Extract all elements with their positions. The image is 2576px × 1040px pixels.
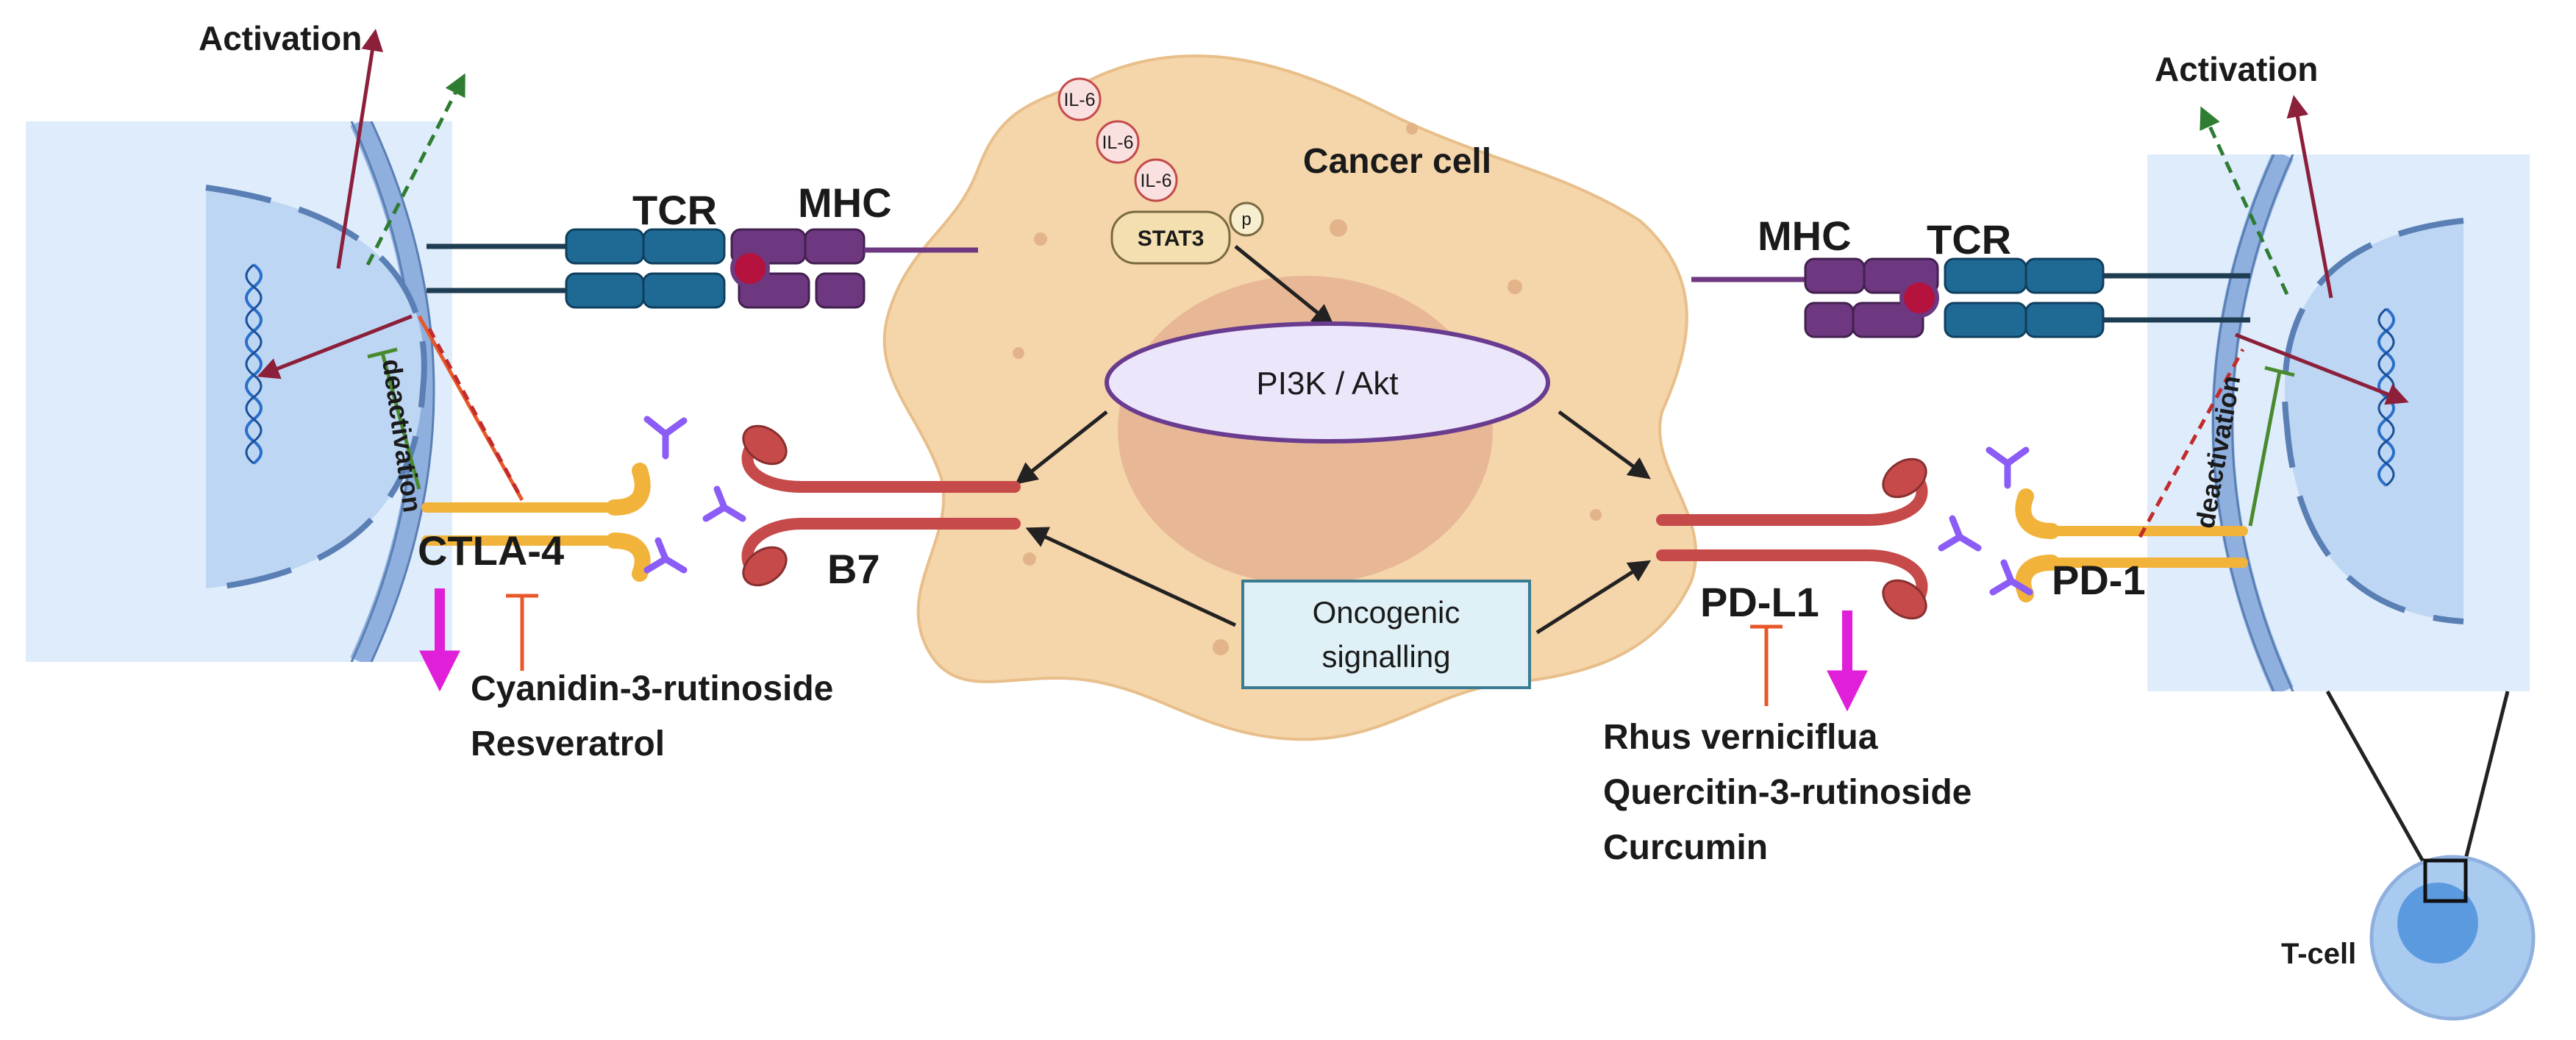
il6-stat3-group: IL-6 IL-6 IL-6 STAT3 p — [1057, 77, 1264, 265]
compound-resveratrol: Resveratrol — [471, 724, 665, 763]
pdl1-label: PD-L1 — [1700, 579, 1819, 625]
t-cell-label: T-cell — [2281, 938, 2356, 970]
right-tcell-panel — [2147, 154, 2530, 691]
antibody-icon — [1938, 515, 1982, 552]
left-tcr-mhc-complex — [427, 228, 978, 309]
right-signal-arrow — [2235, 332, 2409, 405]
left-dashed-activation-arrow — [365, 73, 465, 266]
stat3-label: STAT3 — [1138, 227, 1205, 251]
left-peptide-icon — [730, 249, 770, 288]
phospho-label: p — [1241, 210, 1251, 229]
il6-icon — [1096, 120, 1140, 164]
oncogenic-label-line2: signalling — [1321, 639, 1450, 674]
oncogenic-to-pdl1-arrow — [1535, 560, 1652, 635]
compound-quercitin: Quercitin-3-rutinoside — [1603, 773, 1972, 812]
antibody-icon — [643, 537, 688, 574]
il6-label-3: IL-6 — [1140, 171, 1171, 191]
antibody-icon — [702, 485, 746, 522]
pd1-label: PD-1 — [2052, 557, 2146, 603]
pdl1-receptor — [1656, 457, 1928, 620]
antibody-icon — [1985, 446, 2030, 489]
ctla4-receptor — [421, 463, 651, 582]
antibody-icon — [643, 416, 688, 460]
left-tcr-label: TCR — [632, 187, 717, 233]
right-tcr-label: TCR — [1927, 216, 2011, 263]
il6-label-2: IL-6 — [1102, 132, 1133, 153]
il6-icon — [1134, 158, 1178, 202]
compound-cyanidin: Cyanidin-3-rutinoside — [471, 669, 833, 708]
left-nucleus — [206, 188, 424, 588]
right-mhc-domain — [1804, 257, 1866, 294]
right-deactivation-inhibit — [2248, 366, 2295, 527]
b7-label: B7 — [827, 546, 880, 592]
il6-label-1: IL-6 — [1063, 90, 1095, 110]
right-mhc-label: MHC — [1758, 213, 1852, 259]
right-membrane — [2211, 154, 2294, 691]
zoom-box — [2423, 858, 2468, 903]
left-activation-label: Activation — [199, 19, 362, 57]
right-dashed-activation-arrow — [2199, 106, 2289, 296]
right-tcr-mhc-complex — [1691, 257, 2250, 338]
pi3k-to-pdl1-arrow — [1558, 410, 1651, 480]
oncogenic-signalling-box — [1241, 580, 1531, 689]
stat3-to-pi3k-arrow — [1234, 245, 1335, 327]
right-tcr-domain — [1944, 257, 2027, 294]
left-tcr-domain — [565, 228, 645, 265]
cancer-cell-label: Cancer cell — [1303, 142, 1491, 181]
right-activation-arrow — [2286, 95, 2333, 299]
oncogenic-to-b7-arrow — [1025, 527, 1237, 627]
zoom-line-right — [2461, 691, 2510, 869]
right-nucleus — [2285, 221, 2463, 621]
left-mhc-label: MHC — [798, 179, 892, 226]
phospho-icon — [1229, 202, 1264, 237]
ctla4-label: CTLA-4 — [418, 527, 564, 574]
pi3k-to-b7-arrow — [1015, 410, 1108, 485]
oncogenic-label-line1: Oncogenic — [1313, 595, 1460, 630]
il6-icon — [1057, 77, 1102, 121]
right-peptide-icon — [1899, 278, 1939, 318]
b7-receptor — [741, 424, 1021, 587]
right-activation-label: Activation — [2155, 50, 2318, 88]
stat3-box — [1110, 210, 1231, 265]
pi3k-akt-label: PI3K / Akt — [1256, 366, 1398, 402]
left-tcell-panel — [26, 121, 452, 662]
compound-curcumin: Curcumin — [1603, 828, 1768, 867]
right-inhibit-dashed — [2138, 348, 2245, 538]
antibody-icon — [1989, 559, 2033, 596]
left-deactivation-inhibit — [367, 347, 421, 490]
compound-rhus-verniciflua: Rhus verniciflua — [1603, 718, 1878, 757]
pi3k-akt-node — [1105, 321, 1550, 444]
left-activation-arrow — [336, 29, 384, 269]
zoom-line-left — [2325, 690, 2429, 869]
left-compound-inhibit-icon — [506, 594, 538, 671]
left-signal-arrow — [257, 314, 413, 380]
right-compound-inhibit-icon — [1750, 624, 1783, 706]
